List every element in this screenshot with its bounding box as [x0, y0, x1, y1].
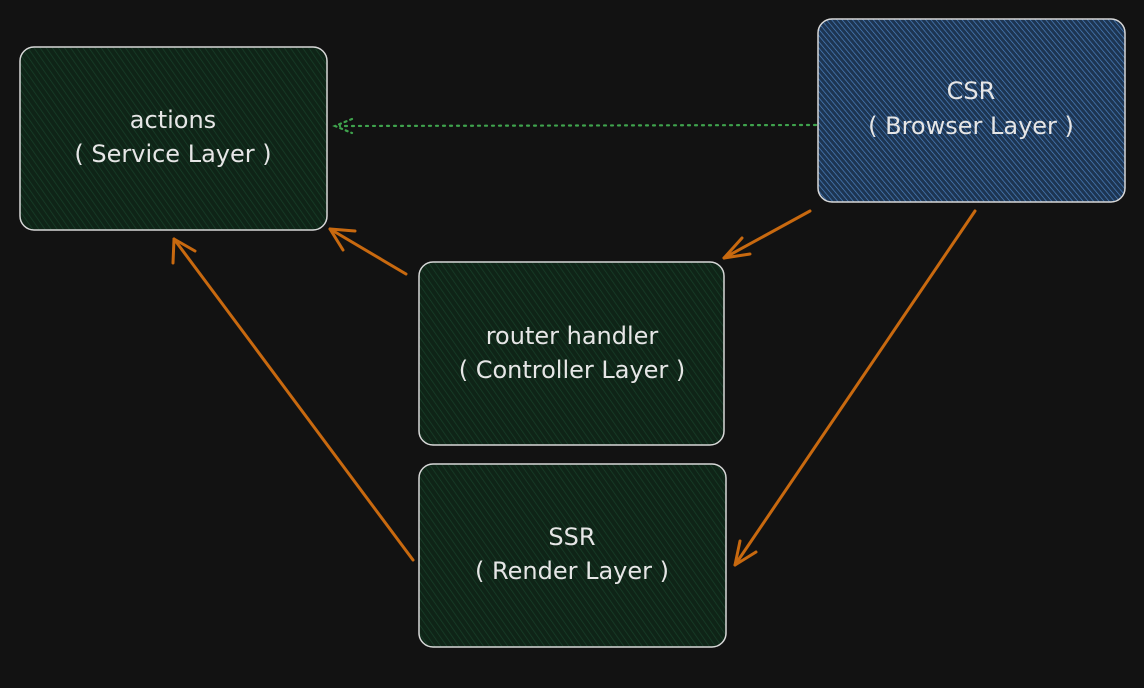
- arrowhead-csr-to-ssr: [733, 539, 758, 567]
- arrowhead-csr-to-actions: [332, 117, 354, 135]
- node-csr[interactable]: CSR ( Browser Layer ): [817, 18, 1126, 203]
- node-actions-title: actions: [130, 106, 216, 134]
- edges: [171, 117, 977, 567]
- node-ssr-box: [418, 463, 727, 648]
- node-router[interactable]: router handler ( Controller Layer ): [418, 261, 725, 446]
- node-actions-subtitle: ( Service Layer ): [74, 140, 271, 168]
- node-actions[interactable]: actions ( Service Layer ): [19, 46, 328, 231]
- node-actions-box: [19, 46, 328, 231]
- node-ssr[interactable]: SSR ( Render Layer ): [418, 463, 727, 648]
- node-csr-title: CSR: [947, 77, 996, 105]
- node-csr-subtitle: ( Browser Layer ): [868, 112, 1074, 140]
- node-router-title: router handler: [486, 322, 659, 350]
- node-csr-box: [817, 18, 1126, 203]
- arrowhead-csr-to-router: [722, 236, 752, 260]
- arrowhead-router-to-actions: [328, 227, 357, 252]
- node-router-subtitle: ( Controller Layer ): [459, 356, 686, 384]
- edge-csr-to-ssr: [733, 209, 977, 567]
- node-ssr-subtitle: ( Render Layer ): [475, 557, 669, 585]
- node-router-box: [418, 261, 725, 446]
- edge-ssr-to-actions: [172, 237, 415, 562]
- edge-router-to-actions: [328, 227, 408, 276]
- arrowhead-ssr-to-actions: [171, 237, 197, 265]
- edge-csr-to-router: [722, 209, 812, 260]
- node-ssr-title: SSR: [548, 523, 595, 551]
- edge-csr-to-actions: [338, 123, 818, 128]
